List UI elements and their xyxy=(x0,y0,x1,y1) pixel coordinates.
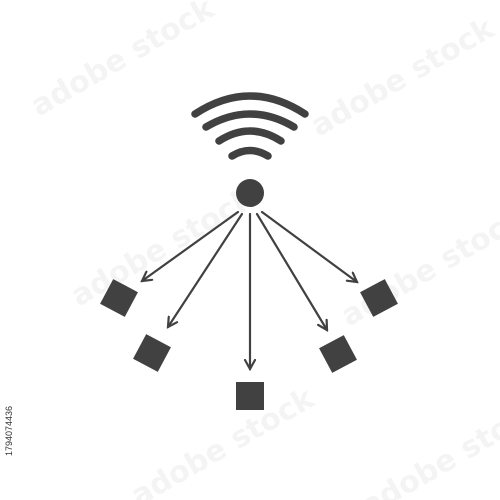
wifi-arc-outer xyxy=(191,92,309,118)
device-square-icon xyxy=(100,279,138,317)
arrow-icon xyxy=(142,210,240,281)
device-square-icon xyxy=(319,335,357,373)
device-square-icon xyxy=(360,279,398,317)
wifi-arc-middle xyxy=(202,110,298,131)
stock-id-text: 1794074436 xyxy=(4,405,14,456)
hub-node-icon xyxy=(236,179,264,207)
wifi-arc-small xyxy=(228,146,272,160)
device-square-icon xyxy=(236,382,264,410)
connection-arrows xyxy=(142,210,357,369)
device-square-icon xyxy=(133,334,171,372)
devices xyxy=(100,279,398,410)
arrow-icon xyxy=(260,210,357,282)
wifi-arc-inner xyxy=(215,127,285,145)
arrow-icon xyxy=(168,212,244,327)
arrow-icon xyxy=(255,212,327,330)
wifi-signal-icon xyxy=(191,92,309,160)
